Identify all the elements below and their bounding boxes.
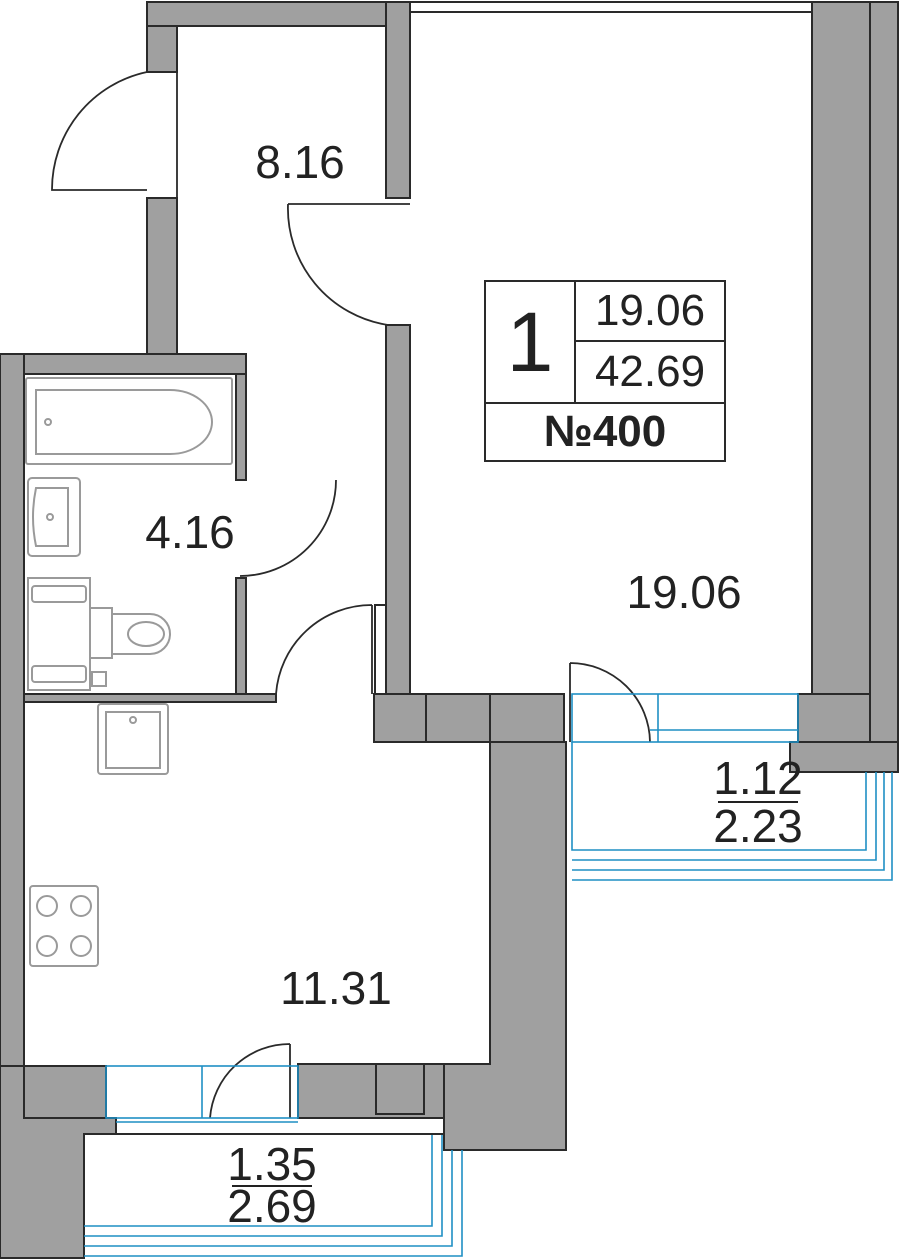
- right-balcony-rail-3: [572, 772, 885, 871]
- floor-drain-icon: [91, 671, 107, 687]
- bottom-balcony-area: 1.35: [227, 1138, 317, 1190]
- entrance-door-icon: [51, 71, 178, 198]
- living-top-line: [409, 1, 813, 13]
- right-balcony-door-icon: [569, 662, 651, 743]
- kitchen-sink-drain: [129, 716, 137, 724]
- stove-icon: [29, 885, 99, 967]
- bottom-balcony-rail-4: [84, 1150, 463, 1257]
- right-balcony-pier: [789, 741, 899, 773]
- washbasin-icon: [27, 477, 81, 557]
- bath-top-wall: [0, 353, 247, 375]
- apartment-info-box: 1 19.06 42.69 №400: [484, 280, 726, 462]
- bottom-balcony-area-full: 2.69: [227, 1180, 317, 1232]
- right-balcony-end-wall: [797, 693, 871, 743]
- living-left-wall-line: [374, 604, 387, 696]
- hall-area: 8.16: [255, 136, 345, 188]
- right-balcony-rail-1: [571, 742, 867, 851]
- washing-machine-top: [31, 585, 87, 603]
- fixtures: [25, 377, 233, 967]
- pier-a: [373, 693, 427, 743]
- kitchen-area: 11.31: [280, 962, 392, 1014]
- kitchen-door-icon: [275, 604, 373, 695]
- bottom-balcony-slab: [84, 1133, 445, 1150]
- right-balcony-rail-4: [572, 772, 893, 881]
- hall-top-wall: [146, 1, 411, 27]
- bottom-balcony-door-icon: [209, 1043, 291, 1119]
- bottom-balcony-rail-2: [84, 1134, 443, 1237]
- living-area-value: 19.06: [576, 282, 724, 342]
- toilet-icon: [111, 613, 171, 655]
- glazing: [84, 693, 893, 1257]
- left-exterior-wall: [0, 353, 25, 1067]
- hall-left-wall-lower: [146, 197, 178, 357]
- kitchen-bottom-wall-right: [297, 1063, 445, 1119]
- right-window-frame: [571, 693, 799, 743]
- stove-burner-3: [36, 935, 58, 957]
- bath-right-wall-lower: [235, 577, 247, 695]
- right-balcony-area-full: 2.23: [713, 800, 803, 852]
- living-room-area: 19.06: [626, 566, 741, 618]
- total-area-value: 42.69: [594, 347, 706, 396]
- hall-left-wall-upper: [146, 25, 178, 73]
- washbasin-drain: [46, 513, 54, 521]
- toilet-seat: [127, 621, 165, 647]
- bathtub-icon: [25, 377, 233, 465]
- bathroom-door-icon: [239, 479, 337, 577]
- stove-burner-2: [70, 895, 92, 917]
- bottom-balcony-rail-1: [84, 1134, 433, 1227]
- living-left-wall-lower: [385, 324, 411, 696]
- bath-right-wall-upper: [235, 373, 247, 481]
- kitchen-sink-icon: [97, 703, 169, 775]
- right-wall-outer: [869, 1, 899, 773]
- toilet-tank: [89, 607, 113, 659]
- bathtub-basin: [35, 389, 213, 455]
- living-door-icon: [287, 203, 410, 326]
- right-balcony-area: 1.12: [713, 752, 803, 804]
- bottom-balcony-rail-3: [84, 1150, 453, 1247]
- right-balcony-rail-2: [572, 772, 877, 861]
- apartment-number: №400: [486, 402, 724, 460]
- right-wall-corner: [811, 1, 871, 743]
- hall-right-wall: [385, 1, 411, 199]
- bathroom-area: 4.16: [145, 506, 235, 558]
- washing-machine-bottom: [31, 665, 87, 683]
- washing-machine-icon: [27, 577, 91, 691]
- bathtub-drain: [44, 418, 52, 426]
- kitchen-vent: [375, 1063, 425, 1115]
- kitchen-bottom-wall-left: [23, 1065, 107, 1119]
- doors: [51, 71, 651, 1119]
- stove-burner-4: [70, 935, 92, 957]
- stove-burner-1: [36, 895, 58, 917]
- bath-bottom-wall: [23, 693, 277, 703]
- room-labels: 8.16 4.16 19.06 11.31 1.12 2.23 1.35 2.6…: [145, 136, 803, 1232]
- washbasin-bowl: [32, 487, 69, 547]
- kitchen-sink-bowl: [105, 711, 161, 769]
- room-count: 1: [486, 282, 576, 402]
